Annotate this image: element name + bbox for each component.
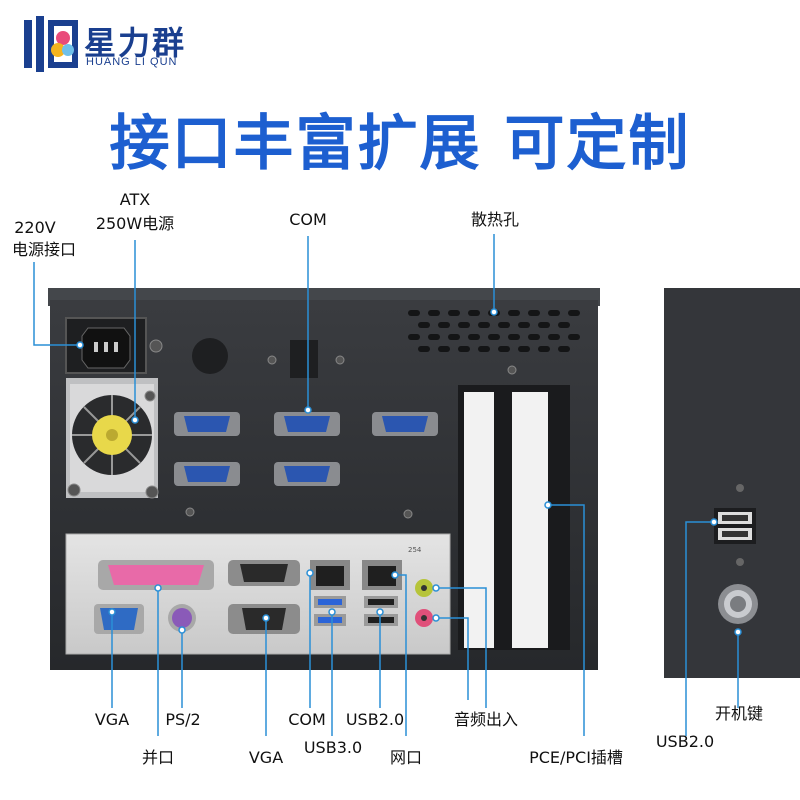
callout-dots [76,308,742,636]
lan-number-marking: 254 [408,546,422,554]
label-power-port-line2: 电源接口 [11,240,76,259]
label-pcie: PCE/PCI插槽 [529,748,623,767]
psu-fan [66,378,158,498]
label-psu-line1: ATX [119,190,151,209]
heat-vents [408,310,580,352]
label-power-port-line1: 220V [14,218,56,237]
label-usb20-right: USB2.0 [655,732,715,751]
page-headline: 接口丰富扩展 可定制 [109,109,691,179]
label-vents: 散热孔 [470,210,519,229]
label-audio: 音频出入 [453,710,518,729]
label-vga-left: VGA [94,710,130,729]
label-ps2: PS/2 [165,710,201,729]
label-com-top: COM [289,210,327,229]
label-usb20-mid: USB2.0 [345,710,405,729]
label-usb30: USB3.0 [303,738,363,757]
label-power-button: 开机键 [714,704,763,723]
brand-logo-icon [24,16,78,72]
brand-name-en: HUANG LI QUN [86,56,178,68]
expansion-slots [458,385,570,650]
label-psu-line2: 250W电源 [95,214,175,233]
label-lan: 网口 [389,748,422,767]
knockout-square [290,340,318,378]
io-plate [65,533,451,655]
com-ports [174,412,438,486]
callout-lines [33,234,739,736]
label-parallel: 并口 [141,748,174,767]
chassis-screws [67,339,517,519]
label-vga-mid: VGA [248,748,284,767]
label-com-bottom: COM [288,710,326,729]
knockout-hole [192,338,228,374]
brand-name-cn: 星力群 [84,24,187,62]
side-chassis [664,288,800,678]
